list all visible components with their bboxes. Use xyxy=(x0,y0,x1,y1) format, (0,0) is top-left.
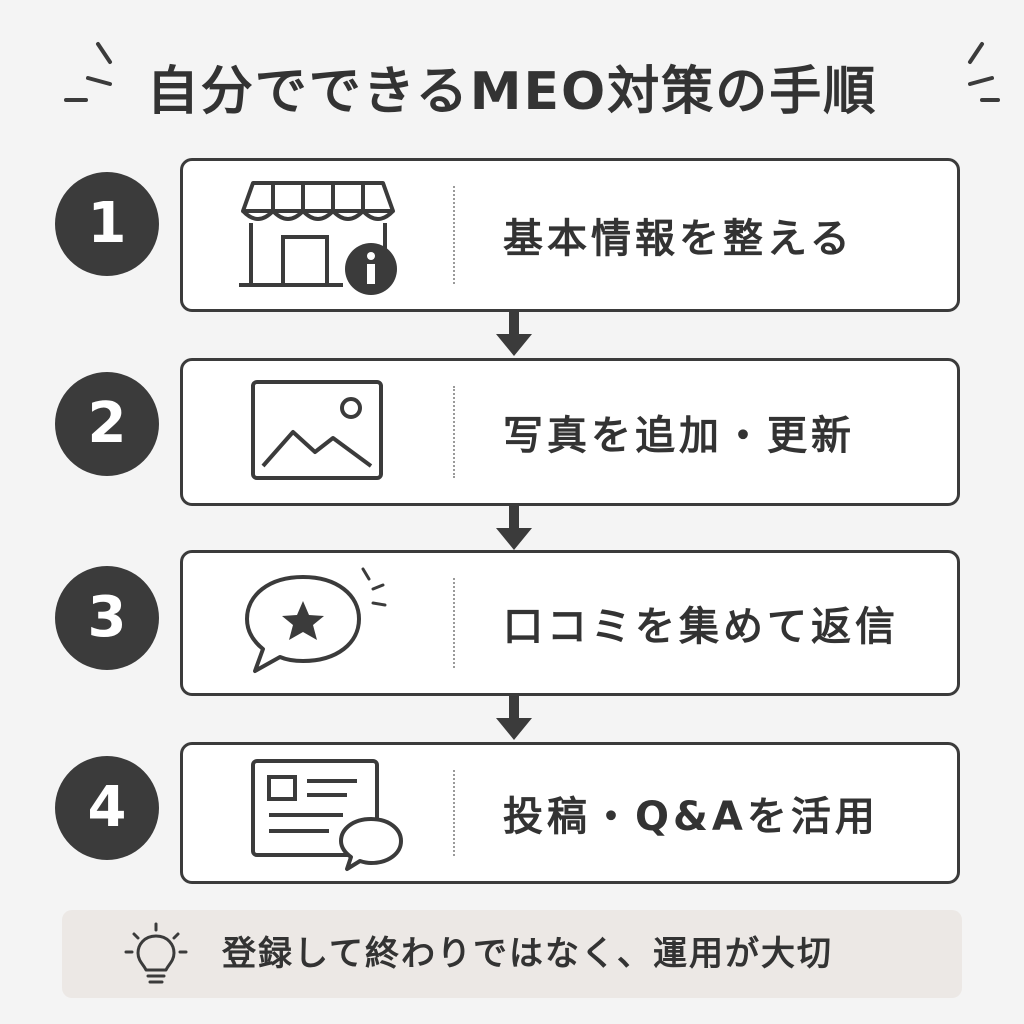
tip-text: 登録して終わりではなく、運用が大切 xyxy=(222,934,833,974)
lightbulb-icon xyxy=(124,922,188,984)
arrow-down-icon xyxy=(496,696,532,740)
step-number-3: 3 xyxy=(55,566,159,670)
step-label-1: 基本情報を整える xyxy=(503,216,854,262)
step-number-1: 1 xyxy=(55,172,159,276)
step-label-2: 写真を追加・更新 xyxy=(503,413,855,459)
step-divider xyxy=(453,386,455,478)
image-photo-icon xyxy=(251,380,383,480)
post-card-chat-icon xyxy=(251,759,403,871)
speech-bubble-star-icon xyxy=(245,567,387,673)
step-number-4: 4 xyxy=(55,756,159,860)
step-label-4: 投稿・Q&Aを活用 xyxy=(503,794,879,840)
title-accent-right-icon xyxy=(968,42,1000,102)
step-card-1: 基本情報を整える xyxy=(180,158,960,312)
page-title: 自分でできるMEO対策の手順 xyxy=(146,62,878,122)
storefront-info-icon xyxy=(239,181,397,295)
step-label-3: 口コミを集めて返信 xyxy=(503,604,899,650)
step-number-2: 2 xyxy=(55,372,159,476)
step-card-3: 口コミを集めて返信 xyxy=(180,550,960,696)
step-divider xyxy=(453,578,455,668)
arrow-down-icon xyxy=(496,312,532,356)
title-accent-left-icon xyxy=(64,42,112,102)
tip-box: 登録して終わりではなく、運用が大切 xyxy=(62,910,962,998)
step-card-4: 投稿・Q&Aを活用 xyxy=(180,742,960,884)
step-card-2: 写真を追加・更新 xyxy=(180,358,960,506)
step-divider xyxy=(453,770,455,856)
step-divider xyxy=(453,186,455,284)
arrow-down-icon xyxy=(496,506,532,550)
